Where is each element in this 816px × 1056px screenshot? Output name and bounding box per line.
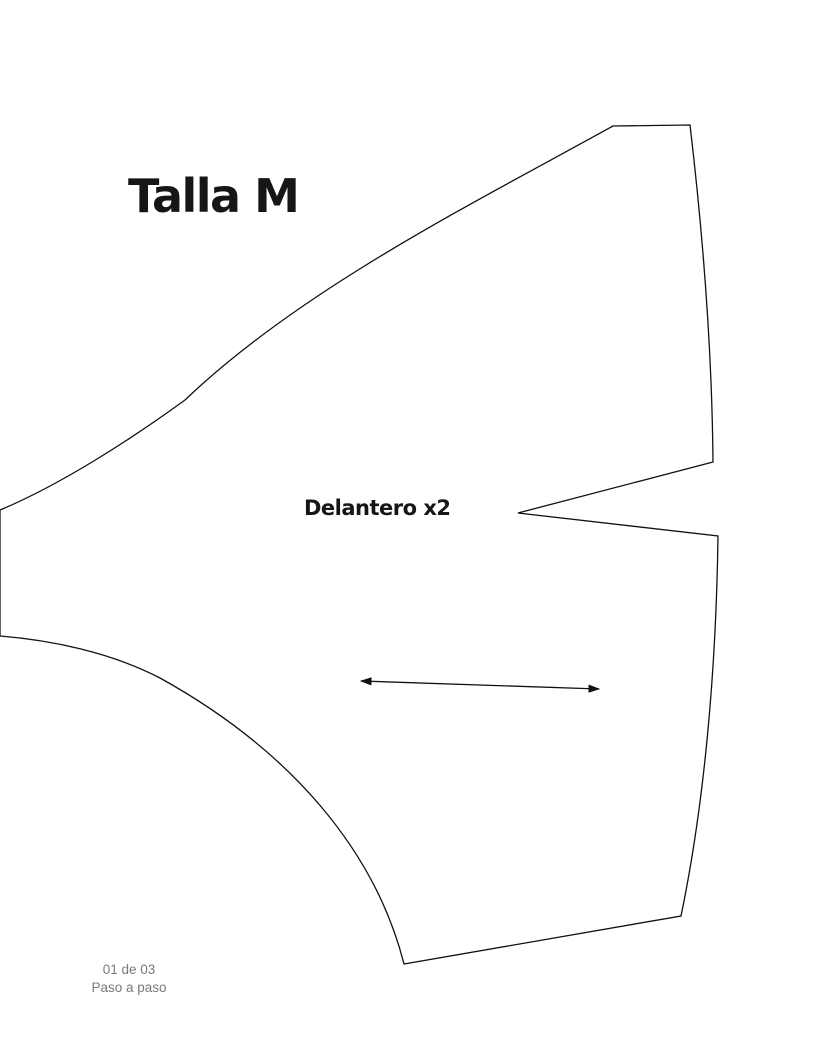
size-title: Talla M	[128, 169, 300, 223]
pattern-piece-outline	[0, 124, 719, 965]
piece-label: Delantero x2	[304, 496, 451, 520]
grainline-arrow-icon	[359, 677, 601, 693]
page-indicator: 01 de 03	[102, 962, 156, 977]
page-footer: 01 de 03 Paso a paso	[70, 961, 188, 997]
section-label: Paso a paso	[91, 980, 167, 995]
